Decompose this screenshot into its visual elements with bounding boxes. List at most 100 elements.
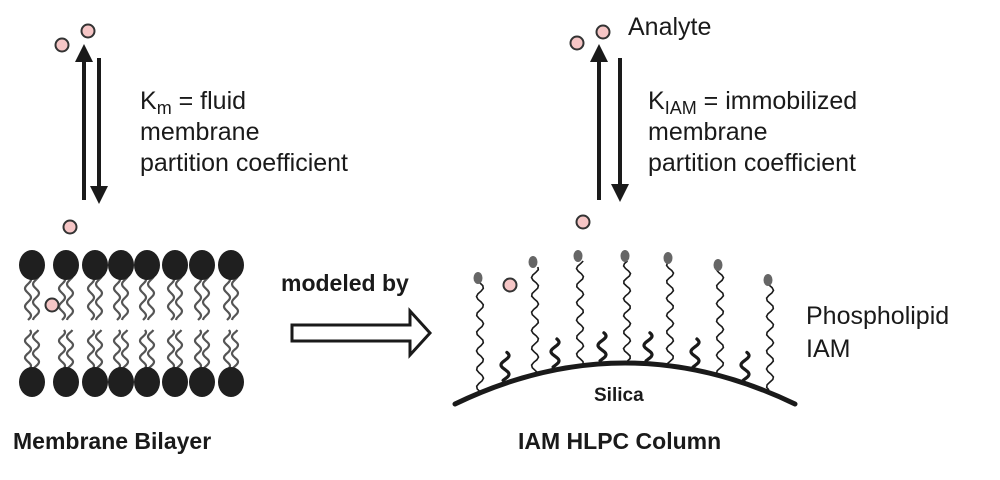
iam-column-caption: IAM HLPC Column: [518, 428, 722, 454]
silica-surface: [452, 360, 798, 407]
lipid-tail: [222, 274, 232, 321]
iam-headgroup: [620, 250, 630, 262]
lipid-headgroup: [108, 367, 134, 397]
lipid-tail: [174, 329, 184, 373]
iam-short-chain: [549, 337, 561, 369]
lipid-tail: [23, 274, 33, 321]
lipid-tail: [31, 329, 41, 373]
analyte-molecule: [62, 219, 78, 235]
lipid-tail: [230, 329, 240, 373]
lipid-headgroup: [19, 367, 45, 397]
lipid-tail: [146, 329, 156, 373]
lipid-headgroup: [162, 367, 188, 397]
iam-ligand-chain: [715, 269, 725, 374]
lipid-tail: [120, 329, 130, 373]
iam-headgroup: [663, 252, 673, 264]
right-down-arrowhead: [611, 184, 629, 202]
iam-headgroup: [713, 259, 723, 271]
lipid-headgroup: [19, 250, 45, 280]
lipid-tail: [138, 274, 148, 321]
lipid-tail: [138, 329, 148, 373]
analyte-molecule: [502, 277, 518, 293]
analyte-molecule: [575, 214, 591, 230]
left-coefficient-line2: membrane: [140, 118, 260, 146]
iam-headgroup: [573, 250, 583, 262]
analyte-molecule: [44, 297, 60, 313]
lipid-tail: [86, 274, 96, 321]
right-equilibrium-arrows: [590, 44, 629, 202]
lipid-headgroup: [162, 250, 188, 280]
left-coefficient-text: = fluid: [171, 87, 247, 115]
right-coefficient-label: KIAM = immobilized: [648, 86, 857, 119]
right-up-arrowhead: [590, 44, 608, 62]
lipid-tail: [94, 274, 104, 321]
lipid-tail: [65, 274, 75, 321]
lipid-tail: [193, 274, 203, 321]
lipid-headgroup: [53, 367, 79, 397]
iam-ligand-chain: [475, 282, 485, 393]
lipid-headgroup: [134, 367, 160, 397]
modeled-by-label: modeled by: [281, 270, 409, 296]
iam-headgroup: [528, 256, 538, 268]
lipid-headgroup: [189, 367, 215, 397]
iam-ligand-chain: [575, 260, 585, 365]
lipid-tail: [222, 329, 232, 373]
left-coefficient-label: Km = fluid: [140, 86, 246, 119]
iam-short-chain: [689, 337, 701, 369]
right-coefficient-line2: membrane: [648, 118, 768, 146]
lipid-headgroup: [53, 250, 79, 280]
right-coefficient-text: = immobilized: [696, 87, 858, 115]
iam-ligand-chain: [622, 260, 632, 362]
left-coefficient-subscript: m: [156, 98, 172, 118]
lipid-tail: [23, 329, 33, 373]
lipid-tail: [166, 329, 176, 373]
left-down-arrowhead: [90, 186, 108, 204]
iam-ligand-chain: [665, 262, 675, 365]
lipid-tail: [94, 329, 104, 373]
lipid-headgroup: [218, 250, 244, 280]
iam-headgroup: [763, 274, 773, 286]
lipid-headgroup: [82, 250, 108, 280]
lipid-tail: [120, 274, 130, 321]
right-coefficient-symbol: K: [648, 87, 665, 115]
analyte-molecule: [595, 24, 611, 40]
iam-label: IAM: [806, 335, 851, 363]
iam-headgroup: [473, 272, 483, 284]
analyte-molecule: [80, 23, 96, 39]
lipid-tail: [65, 329, 75, 373]
lipid-tail: [112, 329, 122, 373]
membrane-bilayer-caption: Membrane Bilayer: [13, 428, 212, 454]
analyte-molecule: [54, 37, 70, 53]
lipid-tail: [201, 274, 211, 321]
membrane-bilayer-graphic: [19, 250, 244, 397]
lipid-tail: [57, 329, 67, 373]
iam-short-chain: [596, 331, 608, 363]
lipid-headgroup: [218, 367, 244, 397]
lipid-headgroup: [82, 367, 108, 397]
lipid-tail: [201, 329, 211, 373]
iam-ligand-chain: [765, 284, 775, 391]
lipid-tail: [146, 274, 156, 321]
lipid-tail: [57, 274, 67, 321]
right-coefficient-subscript: IAM: [664, 98, 697, 118]
lipid-headgroup: [134, 250, 160, 280]
lipid-headgroup: [108, 250, 134, 280]
lipid-tail: [230, 274, 240, 321]
iam-column-graphic: [473, 250, 775, 393]
lipid-tail: [174, 274, 184, 321]
lipid-tail: [166, 274, 176, 321]
lipid-tail: [86, 329, 96, 373]
lipid-headgroup: [189, 250, 215, 280]
left-equilibrium-arrows: [75, 44, 108, 204]
iam-ligand-chain: [530, 266, 540, 374]
phospholipid-label: Phospholipid: [806, 302, 950, 330]
left-up-arrowhead: [75, 44, 93, 62]
analyte-label: Analyte: [628, 13, 712, 41]
lipid-tail: [112, 274, 122, 321]
iam-short-chain: [642, 331, 654, 363]
iam-short-chain: [739, 350, 751, 382]
iam-short-chain: [499, 350, 511, 382]
modeled-by-arrow: [290, 307, 433, 359]
